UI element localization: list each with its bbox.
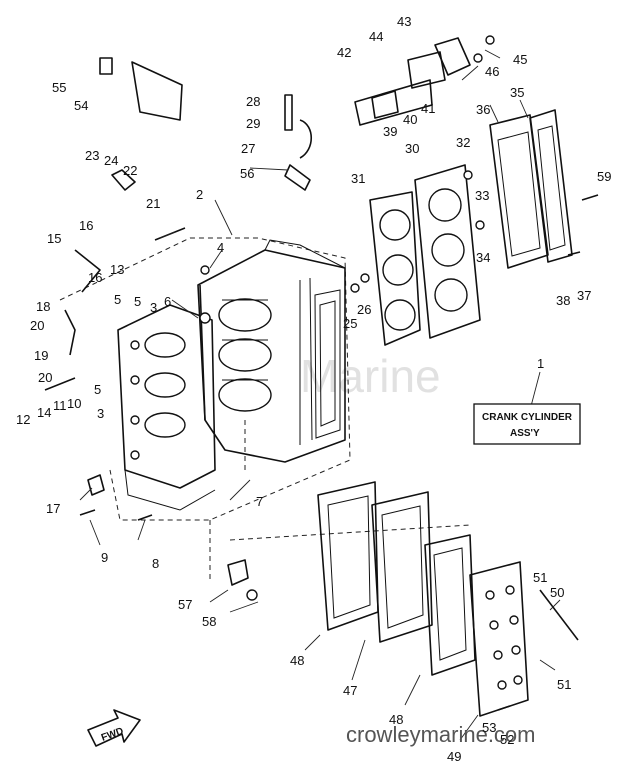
- callout-number: 36: [476, 102, 490, 117]
- callout-number: 27: [241, 141, 255, 156]
- callout-number: 8: [152, 556, 159, 571]
- callout-number: 44: [369, 29, 383, 44]
- callout-number: 58: [202, 614, 216, 629]
- callout-number: 45: [513, 52, 527, 67]
- exhaust-cover-parts: [317, 481, 529, 717]
- callout-number: 4: [217, 240, 224, 255]
- callout-number: 31: [351, 171, 365, 186]
- callout-number: 34: [476, 250, 490, 265]
- callout-number: 52: [500, 732, 514, 747]
- assembly-label-line2: ASS'Y: [510, 428, 540, 439]
- cylinder-block: [197, 239, 346, 463]
- callout-number: 26: [357, 302, 371, 317]
- callout-number: 5: [134, 294, 141, 309]
- callout-number: 39: [383, 124, 397, 139]
- callout-number: 7: [256, 494, 263, 509]
- callout-number: 41: [421, 101, 435, 116]
- callout-number: 14: [37, 405, 51, 420]
- callout-number: 50: [550, 585, 564, 600]
- callout-number: 38: [556, 293, 570, 308]
- assembly-label-line1: CRANK CYLINDER: [482, 412, 573, 423]
- callout-number: 29: [246, 116, 260, 131]
- callout-number: 3: [150, 300, 157, 315]
- callout-number: 42: [337, 45, 351, 60]
- callout-number: 40: [403, 112, 417, 127]
- callout-number: 25: [343, 316, 357, 331]
- callout-number: 48: [290, 653, 304, 668]
- callout-number: 21: [146, 196, 160, 211]
- callout-number: 55: [52, 80, 66, 95]
- callout-number: 15: [47, 231, 61, 246]
- callout-number: 16: [79, 218, 93, 233]
- callout-number: 56: [240, 166, 254, 181]
- callout-number: 19: [34, 348, 48, 363]
- callout-number: 53: [482, 720, 496, 735]
- callout-number: 18: [36, 299, 50, 314]
- callout-number: 9: [101, 550, 108, 565]
- callout-number: 49: [447, 749, 461, 764]
- callout-number: 51: [557, 677, 571, 692]
- callout-number: 2: [196, 187, 203, 202]
- callout-number: 51: [533, 570, 547, 585]
- callout-number: 30: [405, 141, 419, 156]
- callout-number: 10: [67, 396, 81, 411]
- callout-number: 17: [46, 501, 60, 516]
- callout-numbers: 2 3 3 4 5 5 5 6 7 8 9 10 11 12 13 14 15 …: [16, 14, 611, 764]
- callout-number: 20: [38, 370, 52, 385]
- callout-number: 16: [88, 270, 102, 285]
- callout-number: 47: [343, 683, 357, 698]
- callout-number: 20: [30, 318, 44, 333]
- callout-number: 5: [94, 382, 101, 397]
- callout-number: 11: [53, 398, 67, 413]
- fwd-label: FWD: [100, 726, 125, 744]
- cylinder-head: [414, 164, 481, 339]
- callout-number: 33: [475, 188, 489, 203]
- callout-number: 37: [577, 288, 591, 303]
- callout-number: 43: [397, 14, 411, 29]
- callout-number: 35: [510, 85, 524, 100]
- callout-number: 59: [597, 169, 611, 184]
- callout-number: 13: [110, 262, 124, 277]
- site-watermark: crowleymarine.com: [346, 722, 536, 747]
- thermostat-housing: [354, 37, 471, 126]
- head-cover-gasket: [489, 114, 549, 269]
- assembly-label-box: CRANK CYLINDER ASS'Y 1: [473, 356, 581, 445]
- callout-number: 24: [104, 153, 118, 168]
- callout-number: 48: [389, 712, 403, 727]
- callout-number: 46: [485, 64, 499, 79]
- leader-lines: [79, 49, 561, 741]
- cylinder-head-gasket: [369, 191, 421, 346]
- callout-number: 57: [178, 597, 192, 612]
- callout-number: 12: [16, 412, 30, 427]
- callout-number: 3: [97, 406, 104, 421]
- callout-number: 6: [164, 294, 171, 309]
- callout-number: 54: [74, 98, 88, 113]
- callout-number: 28: [246, 94, 260, 109]
- callout-number: 5: [114, 292, 121, 307]
- assembly-callout: 1: [537, 356, 544, 371]
- callout-number: 22: [123, 163, 137, 178]
- callout-number: 32: [456, 135, 470, 150]
- crankcase: [117, 304, 216, 511]
- callout-number: 23: [85, 148, 99, 163]
- watermark-text: Marine: [300, 350, 441, 402]
- head-cover: [529, 109, 573, 263]
- assembly-boundary: [59, 237, 471, 580]
- fwd-arrow: FWD: [87, 709, 141, 747]
